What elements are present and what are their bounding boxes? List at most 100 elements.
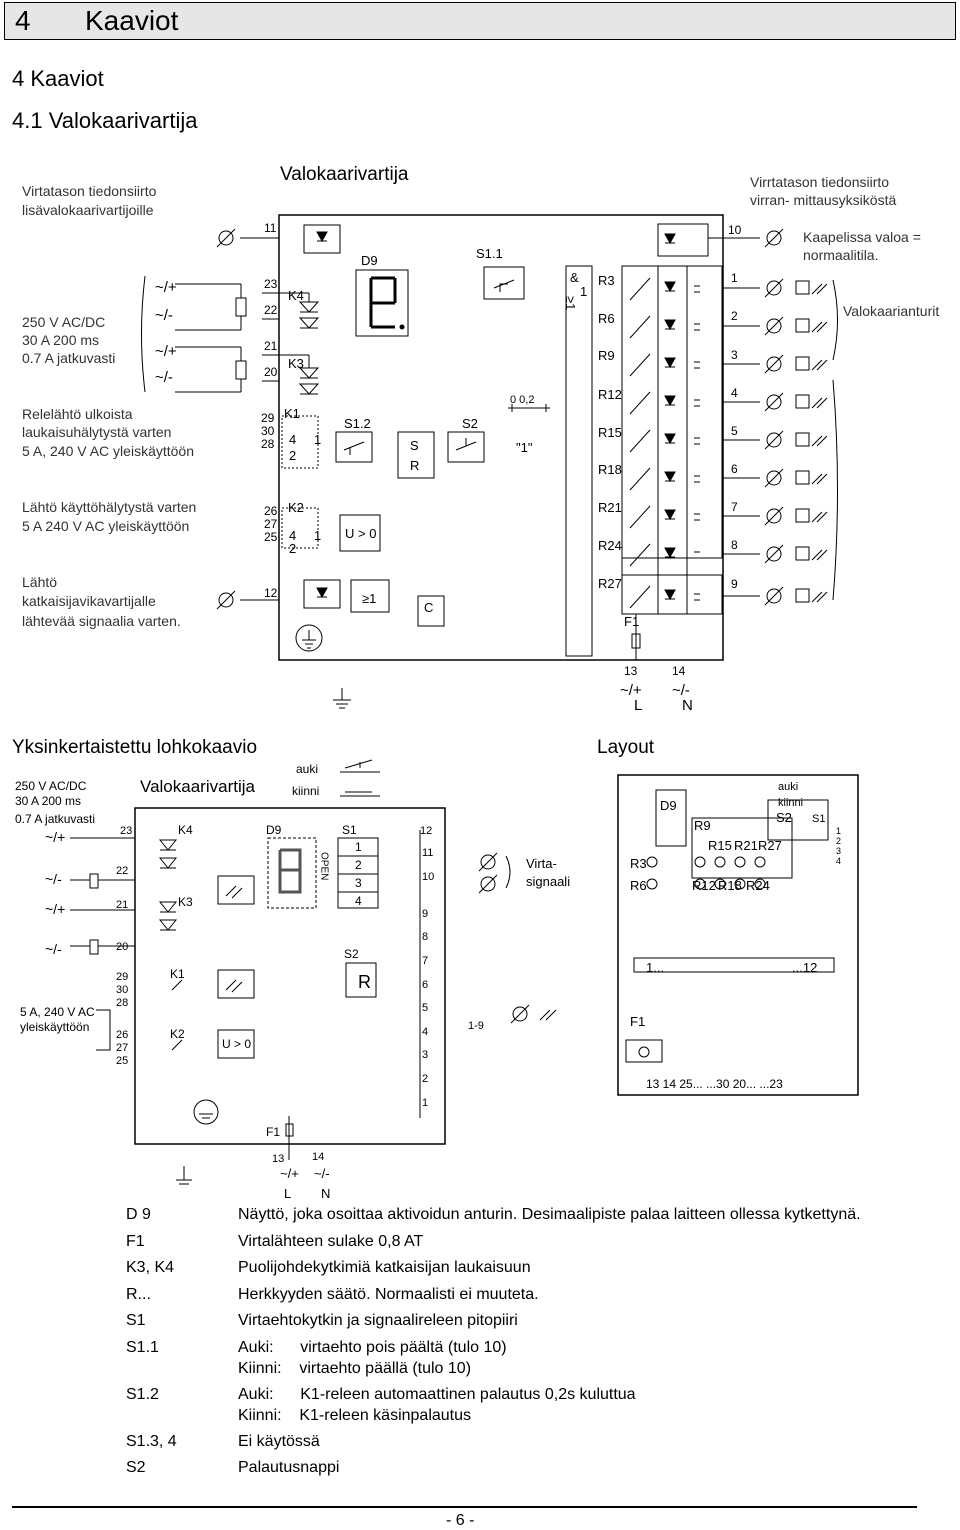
svg-text:auki: auki [778,781,798,793]
arc-sensors [764,228,838,606]
simplified-terminals-left: 23 22 21 20 29 30 28 26 27 25 [116,825,132,1067]
svg-text:~/+: ~/+ [45,829,65,845]
svg-text:250 V AC/DC: 250 V AC/DC [22,314,105,330]
svg-text:...12: ...12 [792,960,817,975]
svg-text:R12: R12 [692,878,716,893]
svg-text:4: 4 [289,432,296,447]
terminal-21: 21 [264,339,278,353]
svg-text:Kaapelissa valoa =: Kaapelissa valoa = [803,229,921,245]
svg-text:K3: K3 [178,895,193,909]
svg-text:1: 1 [422,1097,428,1109]
terminal-7: 7 [731,500,738,514]
svg-text:R9: R9 [694,818,711,833]
svg-text:26: 26 [116,1029,128,1041]
legend-description: Virtalähteen sulake 0,8 AT [238,1232,424,1250]
terminal-2: 2 [731,309,738,323]
svg-text:25: 25 [116,1055,128,1067]
svg-text:R15: R15 [598,425,622,440]
virta-signal-label: Virta- signaali [526,856,570,889]
svg-text:virran- mittausyksiköstä: virran- mittausyksiköstä [750,192,896,208]
legend-description: Kiinni: K1-releen käsinpalautus [238,1406,472,1424]
terminal-11: 11 [264,221,277,235]
svg-text:Virrtatason tiedonsiirto: Virrtatason tiedonsiirto [750,174,889,190]
layout-drawing [625,789,835,1063]
left-labels: Virtatason tiedonsiirto lisävalokaarivar… [22,183,196,629]
svg-text:1...: 1... [646,960,664,975]
svg-text:R24: R24 [746,878,770,893]
svg-text:0.7 A jatkuvasti: 0.7 A jatkuvasti [22,350,115,366]
svg-text:1: 1 [314,528,321,543]
legend-description: Näyttö, joka osoittaa aktivoidun anturin… [238,1206,861,1223]
svg-text:R21: R21 [734,838,758,853]
terminal-3: 3 [731,348,738,362]
terminal-6: 6 [731,462,738,476]
terminal-26: 26 [264,504,278,518]
top-diagram-title: Valokaarivartija [280,164,409,185]
svg-text:R9: R9 [598,348,615,363]
k3-label: K3 [288,356,304,371]
svg-text:2: 2 [289,448,296,463]
clock-label: C [424,600,433,615]
svg-text:S2: S2 [344,947,359,961]
svg-text:4: 4 [422,1026,428,1038]
legend-key: F1 [126,1232,145,1250]
svg-text:normaalitila.: normaalitila. [803,247,878,263]
legend-key: S2 [126,1459,146,1476]
legend-description: Virtaehtokytkin ja signaalireleen pitopi… [238,1312,518,1329]
svg-text:kiinni: kiinni [292,784,319,798]
chapter-title: Kaaviot [85,5,179,36]
svg-text:~/-: ~/- [155,369,173,386]
svg-text:2: 2 [289,541,296,556]
svg-text:R12: R12 [598,387,622,402]
svg-text:Lähtö: Lähtö [22,574,57,590]
terminal-20: 20 [264,365,278,379]
svg-text:auki: auki [296,762,318,776]
svg-text:F1: F1 [630,1014,645,1029]
svg-text:14: 14 [312,1151,324,1163]
svg-text:30 A 200 ms: 30 A 200 ms [15,794,81,808]
terminal-30: 30 [261,424,275,438]
k1-label: K1 [284,406,300,421]
legend-description: Auki: virtaehto pois päältä (tulo 10) [238,1338,507,1356]
or-gate-label: ≥1 [362,591,376,606]
s1-1-label: S1.1 [476,246,503,261]
terminal-12: 12 [264,586,278,600]
svg-text:1: 1 [836,826,841,836]
svg-text:14: 14 [672,664,686,678]
section-heading: 4 Kaaviot [12,66,104,91]
supply-marks: ~/+ ~/- ~/+ ~/- [155,279,177,386]
chapter-header: 4 Kaaviot [4,2,956,40]
svg-text:OPEN: OPEN [319,852,330,880]
svg-text:~/-: ~/- [155,307,173,324]
svg-text:R27: R27 [758,838,782,853]
terminal-4: 4 [731,386,738,400]
svg-text:laukaisuhälytystä varten: laukaisuhälytystä varten [22,424,171,440]
svg-text:8: 8 [422,931,428,943]
svg-text:~/+: ~/+ [620,682,642,699]
legend-description: Palautusnappi [238,1459,340,1476]
svg-text:D9: D9 [266,823,282,837]
legend-key: K3, K4 [126,1259,175,1276]
terminal-1: 1 [731,271,738,285]
svg-text:N: N [682,697,693,714]
svg-text:R: R [358,972,371,992]
svg-text:9: 9 [422,908,428,920]
svg-text:R6: R6 [630,878,647,893]
terminal-25: 25 [264,530,278,544]
svg-text:~/+: ~/+ [45,901,65,917]
svg-text:katkaisijavikavartijalle: katkaisijavikavartijalle [22,593,156,609]
terminal-27: 27 [264,517,278,531]
svg-text:27: 27 [116,1042,128,1054]
svg-text:2: 2 [836,836,841,846]
and-gate-label: & [570,270,579,285]
light-bulb-icon [216,228,236,248]
layout-enclosure [617,774,859,1096]
legend-key: S1.1 [126,1338,159,1356]
ge-label: ≥1 [563,296,578,310]
svg-text:1: 1 [314,432,321,447]
svg-text:~/+: ~/+ [155,279,177,296]
legend-description: Herkkyyden säätö. Normaalisti ei muuteta… [238,1285,539,1303]
svg-text:3: 3 [836,846,841,856]
legend-description: Auki: K1-releen automaattinen palautus 0… [238,1385,636,1403]
